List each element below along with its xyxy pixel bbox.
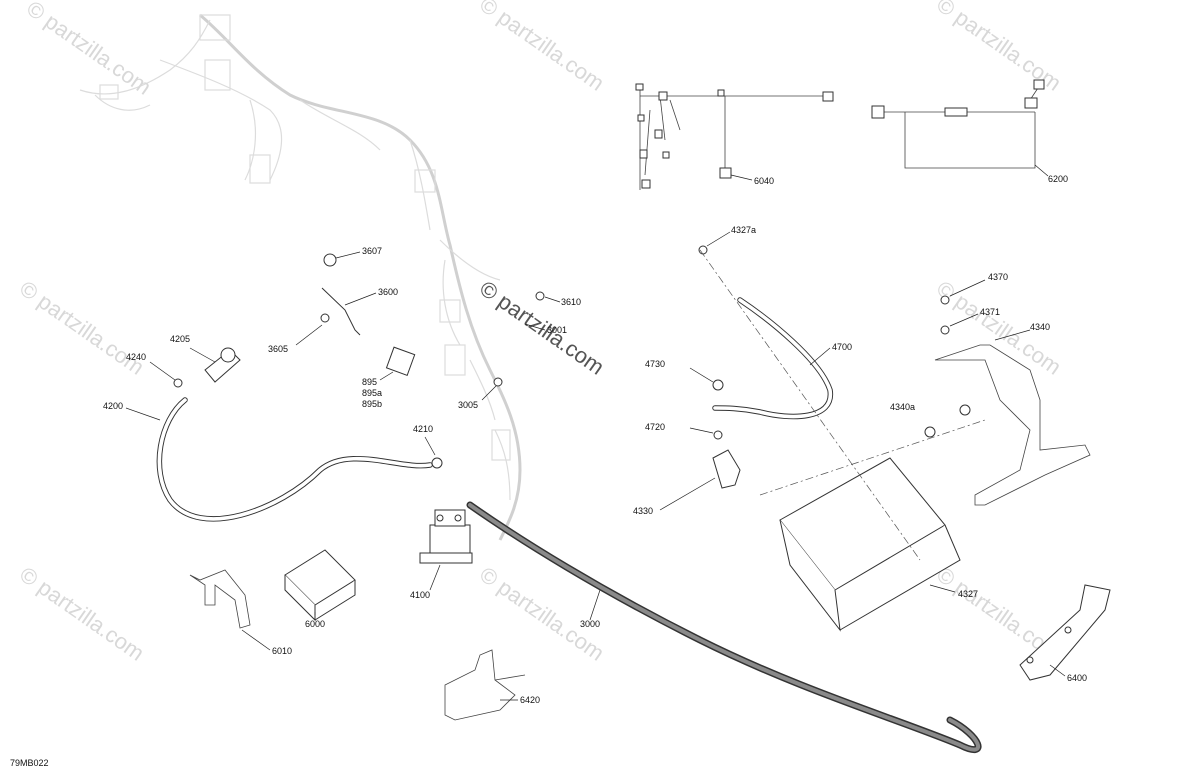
part-label: 3000 bbox=[580, 619, 600, 629]
part-label: 895a bbox=[362, 388, 382, 398]
part-label: 895 bbox=[362, 377, 377, 387]
bracket-4340: 4370 4371 4340 4340a bbox=[890, 272, 1091, 506]
watermark: © partzilla.com bbox=[475, 0, 609, 96]
part-label: 6200 bbox=[1048, 174, 1068, 184]
part-label: 6000 bbox=[305, 619, 325, 629]
part-label: 4700 bbox=[832, 342, 852, 352]
watermark: © partzilla.com bbox=[22, 0, 156, 100]
part-label: 3001 bbox=[547, 325, 567, 335]
bracket-6400: 6400 bbox=[1019, 584, 1111, 683]
part-label: 3610 bbox=[561, 297, 581, 307]
battery-cable-4700: 4327a 4700 4730 4720 bbox=[645, 225, 852, 440]
part-label: 6010 bbox=[272, 646, 292, 656]
watermark: © partzilla.com bbox=[15, 276, 149, 380]
part-label: 4205 bbox=[170, 334, 190, 344]
part-label: 4327 bbox=[958, 589, 978, 599]
ground-strap-3600: 3607 3600 3605 bbox=[268, 246, 398, 354]
part-label: 4720 bbox=[645, 422, 665, 432]
bracket-6420: 6420 bbox=[444, 649, 540, 721]
part-label: 3005 bbox=[458, 400, 478, 410]
harness-6040: 6040 bbox=[635, 83, 834, 190]
part-label: 3605 bbox=[268, 344, 288, 354]
terminal-cover-4330: 4330 bbox=[633, 449, 741, 516]
watermark: © partzilla.com bbox=[932, 0, 1066, 96]
background-harness bbox=[79, 13, 522, 541]
module-6000: 6000 bbox=[284, 549, 356, 629]
part-label: 4210 bbox=[413, 424, 433, 434]
part-label: 3600 bbox=[378, 287, 398, 297]
part-label: 4370 bbox=[988, 272, 1008, 282]
part-label: 4340a bbox=[890, 402, 915, 412]
fastener-group: 3610 3001 3005 895 895a 895b bbox=[362, 291, 581, 410]
part-label: 4371 bbox=[980, 307, 1000, 317]
part-label: 4100 bbox=[410, 590, 430, 600]
cable-3000: 3000 bbox=[466, 501, 982, 754]
diagram-code: 79MB022 bbox=[10, 758, 49, 768]
part-label: 4730 bbox=[645, 359, 665, 369]
battery-4327: 4327 bbox=[699, 249, 986, 632]
part-label: 6400 bbox=[1067, 673, 1087, 683]
part-label: 6420 bbox=[520, 695, 540, 705]
part-label: 4327a bbox=[731, 225, 756, 235]
cable-4200: 4205 4240 4200 4210 bbox=[103, 334, 443, 522]
watermark: © partzilla.com bbox=[475, 276, 609, 380]
bracket-6010: 6010 bbox=[189, 569, 292, 656]
part-label: 3607 bbox=[362, 246, 382, 256]
part-label: 4340 bbox=[1030, 322, 1050, 332]
part-label: 4330 bbox=[633, 506, 653, 516]
watermark: © partzilla.com bbox=[15, 562, 149, 666]
part-label: 6040 bbox=[754, 176, 774, 186]
part-label: 895b bbox=[362, 399, 382, 409]
solenoid-4100: 4100 bbox=[410, 509, 473, 600]
harness-6200: 6200 bbox=[871, 79, 1068, 184]
part-label: 4200 bbox=[103, 401, 123, 411]
part-label: 4240 bbox=[126, 352, 146, 362]
